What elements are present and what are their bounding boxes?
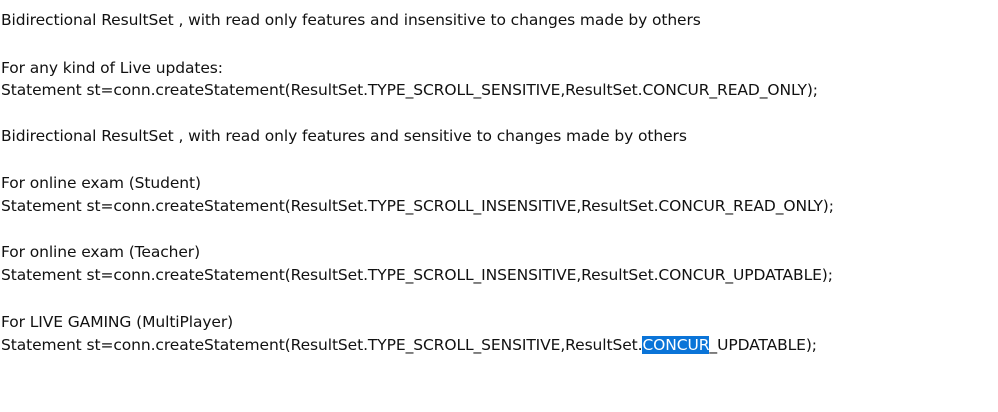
- live-updates-code: Statement st=conn.createStatement(Result…: [1, 81, 818, 99]
- heading-insensitive: Bidirectional ResultSet , with read only…: [1, 11, 701, 29]
- exam-student-label: For online exam (Student): [1, 174, 201, 192]
- gaming-code-before: Statement st=conn.createStatement(Result…: [1, 336, 643, 354]
- gaming-code[interactable]: Statement st=conn.createStatement(Result…: [1, 335, 817, 355]
- exam-student-code: Statement st=conn.createStatement(Result…: [1, 197, 834, 215]
- gaming-label: For LIVE GAMING (MultiPlayer): [1, 313, 234, 331]
- gaming-code-after: _UPDATABLE);: [709, 336, 817, 354]
- live-updates-label: For any kind of Live updates:: [1, 59, 223, 77]
- exam-teacher-label: For online exam (Teacher): [1, 243, 201, 261]
- heading-sensitive: Bidirectional ResultSet , with read only…: [1, 127, 687, 145]
- selected-text[interactable]: CONCUR: [642, 336, 710, 354]
- exam-teacher-code: Statement st=conn.createStatement(Result…: [1, 266, 833, 284]
